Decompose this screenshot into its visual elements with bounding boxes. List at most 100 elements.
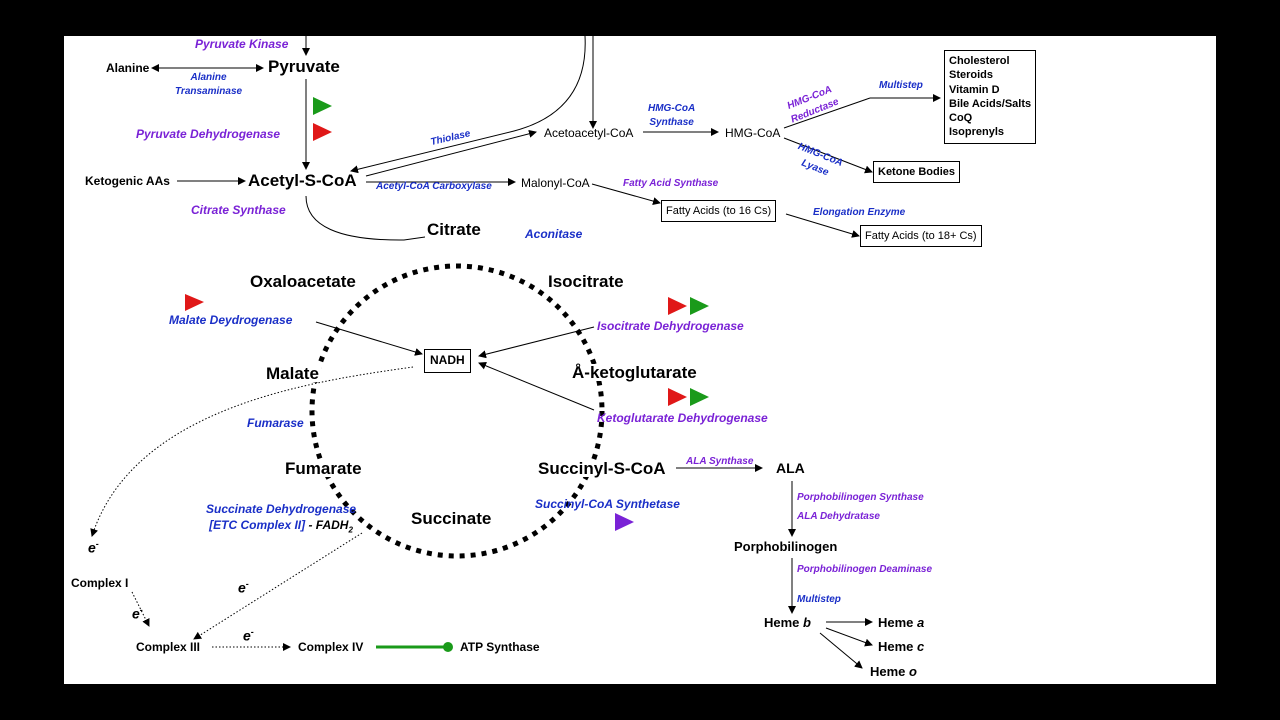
- arrow-curve-to-acetylcoa: [350, 36, 586, 174]
- kgdh-inhibitor-flag-icon: [668, 388, 687, 406]
- electron-label-3: e-: [238, 580, 249, 595]
- heme-c-prefix: Heme: [878, 639, 918, 654]
- alanine-transaminase-line-2: Transaminase: [175, 85, 243, 97]
- succinate-dehydrogenase-line-1: Succinate Dehydrogenase: [206, 502, 357, 516]
- tca-cycle-ring: [309, 263, 605, 559]
- succinate-dehydrogenase-line-2: [ETC Complex II]: [209, 518, 306, 533]
- electron-label-4: e-: [243, 628, 254, 643]
- hmg-coa-synthase-line-2: Synthase: [649, 116, 694, 128]
- succinate-dehydrogenase-enzyme: Succinate Dehydrogenase [ETC Complex II]…: [206, 501, 356, 536]
- product-cholesterol: Cholesterol: [949, 55, 1010, 67]
- complex-i-label: Complex I: [71, 576, 129, 590]
- electron-label-1: e-: [88, 540, 99, 555]
- ala-dehydratase-enzyme: ALA Dehydratase: [797, 511, 880, 522]
- fadh2-label: - FADH: [305, 518, 349, 533]
- kgdh-activator-flag-icon: [690, 388, 709, 406]
- heme-a-suffix: a: [917, 615, 925, 630]
- arrow-hmg-cholesterol-branch: [783, 97, 871, 129]
- product-vitamin-d: Vitamin D: [949, 83, 1000, 96]
- idh-inhibitor-flag-icon: [668, 297, 687, 315]
- acetyl-coa-carboxylase-enzyme: Acetyl-CoA Carboxylase: [376, 181, 492, 192]
- product-coq: CoQ: [949, 112, 973, 125]
- alanine-transaminase-enzyme: Alanine Transaminase: [175, 71, 242, 98]
- pyruvate-kinase-enzyme: Pyruvate Kinase: [195, 37, 289, 51]
- electron-path-nadh-complex1: [90, 366, 414, 537]
- alanine-transaminase-line-1: Alanine: [190, 72, 227, 83]
- elongation-enzyme: Elongation Enzyme: [813, 207, 906, 218]
- malate-dehydrogenase-enzyme: Malate Deydrogenase: [169, 313, 293, 327]
- isocitrate-dehydrogenase-enzyme: Isocitrate Dehydrogenase: [597, 319, 744, 333]
- succinyl-coa-synthetase-flag-icon: [615, 513, 634, 531]
- ketoglutarate-label: Å-ketoglutarate: [570, 363, 699, 382]
- electron-label-2: e-: [132, 606, 143, 621]
- ketone-bodies-box: Ketone Bodies: [873, 161, 961, 184]
- heme-b-prefix: Heme: [764, 615, 804, 630]
- porphobilinogen-label: Porphobilinogen: [734, 539, 838, 554]
- arrow-isocitratedh-nadh: [478, 326, 595, 359]
- heme-b-label: Heme b: [764, 616, 811, 629]
- succinyl-scoa-label: Succinyl-S-CoA: [536, 459, 668, 478]
- aconitase-enzyme: Aconitase: [525, 227, 583, 241]
- pathway-lines: [90, 36, 941, 669]
- alanine-label: Alanine: [106, 61, 150, 75]
- electron-3-charge: -: [245, 579, 249, 589]
- arrow-hemeb-hemec: [825, 627, 873, 647]
- ala-synthase-enzyme: ALA Synthase: [686, 456, 754, 467]
- atp-synthase-label: ATP Synthase: [460, 640, 540, 654]
- porphobilinogen-deaminase-enzyme: Porphobilinogen Deaminase: [797, 564, 933, 575]
- heme-a-prefix: Heme: [878, 615, 918, 630]
- oxaloacetate-label: Oxaloacetate: [248, 272, 358, 291]
- electron-1-charge: -: [95, 539, 99, 549]
- product-bile-acids: Bile Acids/Salts: [949, 97, 1032, 110]
- product-isoprenyls: Isoprenyls: [949, 126, 1005, 139]
- malate-label: Malate: [264, 364, 321, 383]
- isocitrate-label: Isocitrate: [546, 272, 626, 291]
- arrow-hemeb-hemeo: [819, 632, 863, 669]
- heme-a-label: Heme a: [878, 616, 924, 629]
- pdh-activator-flag-icon: [313, 97, 332, 115]
- electron-path-complex1-complex3: [131, 591, 150, 627]
- acetyl-scoa-label: Acetyl-S-CoA: [248, 171, 357, 190]
- electron-3-symbol: e: [238, 579, 246, 596]
- fumarate-label: Fumarate: [283, 459, 364, 478]
- electron-path-complex2-complex3: [193, 532, 363, 640]
- fatty-acids-16-box: Fatty Acids (to 16 Cs): [661, 200, 777, 223]
- complex-iv-label: Complex IV: [298, 640, 364, 654]
- electron-1-symbol: e: [88, 539, 96, 556]
- fadh2-subscript: 2: [348, 525, 353, 535]
- fatty-acids-18-box: Fatty Acids (to 18+ Cs): [860, 225, 982, 248]
- malonyl-coa-label: Malonyl-CoA: [521, 176, 590, 190]
- succinyl-coa-synthetase-enzyme: Succinyl-CoA Synthetase: [535, 497, 680, 511]
- arrow-acetylcoa-acetoacetyl: [365, 129, 537, 177]
- electron-2-symbol: e: [132, 605, 140, 622]
- arrow-malatedh-nadh: [315, 321, 423, 356]
- citrate-synthase-enzyme: Citrate Synthase: [191, 203, 286, 217]
- arrow-acetylcoa-citrate: [305, 195, 433, 241]
- ketogenic-aas-label: Ketogenic AAs: [85, 174, 170, 188]
- arrow-malonyl-fattyacids: [591, 183, 661, 205]
- multistep-heme-enzyme: Multistep: [797, 594, 841, 605]
- electron-4-charge: -: [250, 627, 254, 637]
- pyruvate-label: Pyruvate: [268, 57, 340, 76]
- heme-o-suffix: o: [909, 664, 917, 679]
- hmg-coa-synthase-enzyme: HMG-CoA Synthase: [648, 102, 695, 129]
- multistep-cholesterol-enzyme: Multistep: [879, 80, 923, 91]
- hmg-coa-label: HMG-CoA: [725, 126, 781, 140]
- heme-o-prefix: Heme: [870, 664, 910, 679]
- succinate-label: Succinate: [409, 509, 494, 528]
- ketoglutarate-dehydrogenase-enzyme: Ketoglutarate Dehydrogenase: [597, 411, 768, 425]
- electron-4-symbol: e: [243, 627, 251, 644]
- diagram-canvas: Pyruvate Alanine Acetyl-S-CoA Ketogenic …: [64, 36, 1216, 684]
- arrow-hmg-ketone: [783, 137, 873, 174]
- ala-label: ALA: [776, 460, 805, 476]
- heme-b-suffix: b: [803, 615, 811, 630]
- atp-synthase-node: [443, 642, 453, 652]
- nadh-box: NADH: [424, 349, 471, 373]
- product-steroids: Steroids: [949, 69, 994, 82]
- complex-iii-label: Complex III: [136, 640, 201, 654]
- fumarase-enzyme: Fumarase: [247, 416, 304, 430]
- pdh-inhibitor-flag-icon: [313, 123, 332, 141]
- pyruvate-dehydrogenase-enzyme: Pyruvate Dehydrogenase: [136, 127, 281, 141]
- citrate-label: Citrate: [425, 220, 483, 239]
- heme-c-suffix: c: [917, 639, 925, 654]
